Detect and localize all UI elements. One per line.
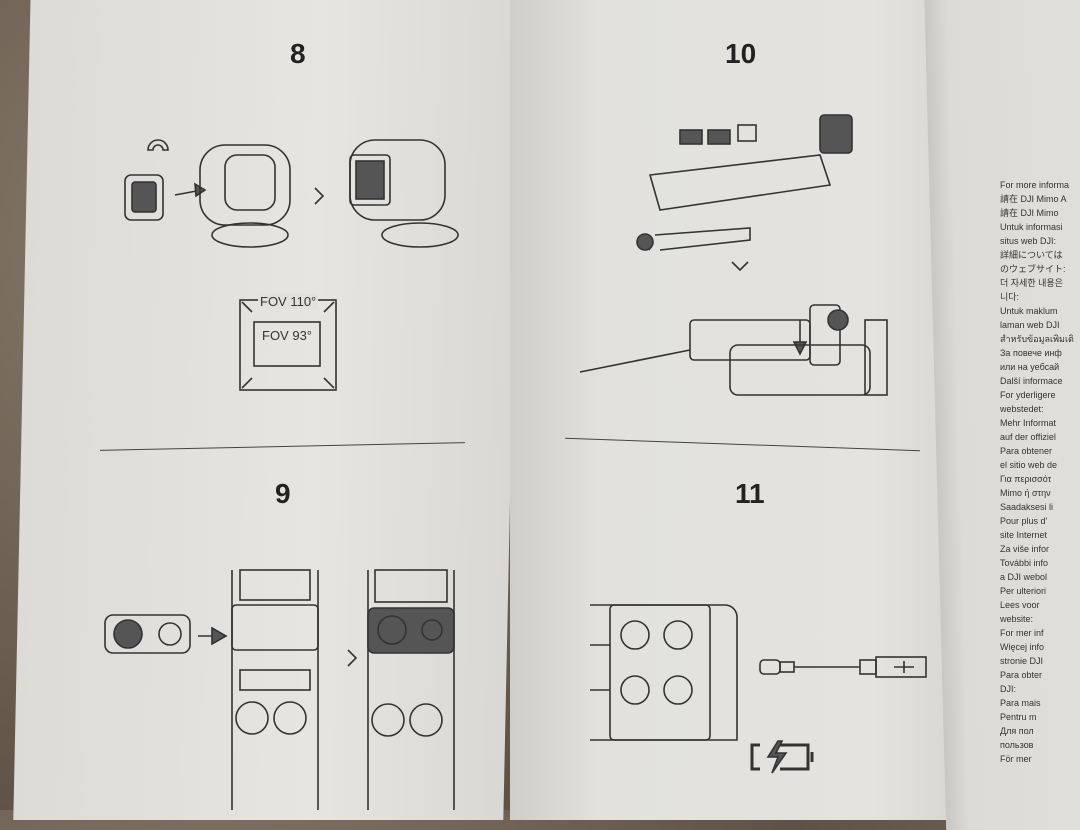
info-line: For mer inf	[1000, 628, 1044, 638]
info-line: 더 자세한 내용은	[1000, 278, 1063, 288]
info-line: Para mais	[1000, 698, 1041, 708]
info-line: För mer	[1000, 754, 1032, 764]
info-line: For more informa	[1000, 180, 1070, 190]
info-line: Pentru m	[1000, 712, 1037, 722]
step-8-number: 8	[290, 38, 306, 69]
info-line: пользов	[1000, 740, 1034, 750]
info-line: el sitio web de	[1000, 460, 1058, 470]
step-9-number: 9	[275, 478, 291, 509]
info-line: Więcej info	[1000, 642, 1045, 652]
info-line: DJI:	[1000, 684, 1017, 694]
info-line: 詳細については	[1000, 250, 1063, 260]
info-line: Para obtener	[1000, 446, 1053, 456]
info-line: Για περισσότ	[1000, 474, 1052, 484]
info-line: のウェブサイト:	[1000, 264, 1066, 274]
info-line: Untuk maklum	[1000, 306, 1058, 316]
info-line: Per ulteriori	[1000, 586, 1047, 596]
step-8-illustration	[124, 139, 459, 248]
fov-diagram	[239, 299, 337, 391]
step-10-number: 10	[725, 38, 757, 69]
info-line: Para obter	[1000, 670, 1043, 680]
info-line: Saadaksesi li	[1000, 502, 1054, 512]
info-line: Mimo ή στην	[1000, 488, 1051, 498]
chevron-right-icon	[314, 187, 325, 205]
info-line: webstedet:	[1000, 404, 1044, 414]
info-line: Lees voor	[1000, 600, 1040, 610]
more-info-language-list: For more informa 請在 DJI Mimo A 請在 DJI Mimo…	[1000, 180, 1080, 768]
info-line: Mehr Informat	[1000, 418, 1057, 428]
info-line: website:	[1000, 614, 1034, 624]
info-line: 請在 DJI Mimo A	[1000, 194, 1067, 204]
info-line: site Internet	[1000, 530, 1048, 540]
info-line: Za više infor	[1000, 544, 1050, 554]
step-10-illustration	[579, 114, 888, 396]
info-line: For yderligere	[1000, 390, 1056, 400]
info-line: laman web DJI	[1000, 320, 1060, 330]
info-line: 請在 DJI Mimo	[1000, 208, 1059, 218]
info-line: 니다:	[1000, 292, 1020, 302]
step-9-illustration	[104, 569, 455, 810]
info-line: สำหรับข้อมูลเพิ่มเติ	[1000, 334, 1074, 344]
chevron-down-icon	[731, 261, 749, 272]
step-11-illustration	[590, 604, 927, 774]
step-11-number: 11	[735, 478, 765, 509]
info-line: За повече инф	[1000, 348, 1062, 358]
info-line: További info	[1000, 558, 1049, 568]
battery-charging-icon	[750, 740, 814, 774]
fov-outer-label: FOV 110°	[258, 294, 319, 309]
info-line: situs web DJI:	[1000, 236, 1057, 246]
usb-cable	[759, 656, 927, 678]
info-line: auf der offiziel	[1000, 432, 1056, 442]
info-line: Pour plus d'	[1000, 516, 1048, 526]
info-line: Untuk informasi	[1000, 222, 1063, 232]
info-line: stronie DJI	[1000, 656, 1044, 666]
info-line: или на уебсай	[1000, 362, 1060, 372]
info-line: Для пол	[1000, 726, 1034, 736]
usb-icon	[894, 661, 914, 673]
info-line: Další informace	[1000, 376, 1063, 386]
fov-inner-label: FOV 93°	[262, 328, 312, 343]
magnet-icon	[147, 139, 169, 151]
info-line: a DJI webol	[1000, 572, 1048, 582]
